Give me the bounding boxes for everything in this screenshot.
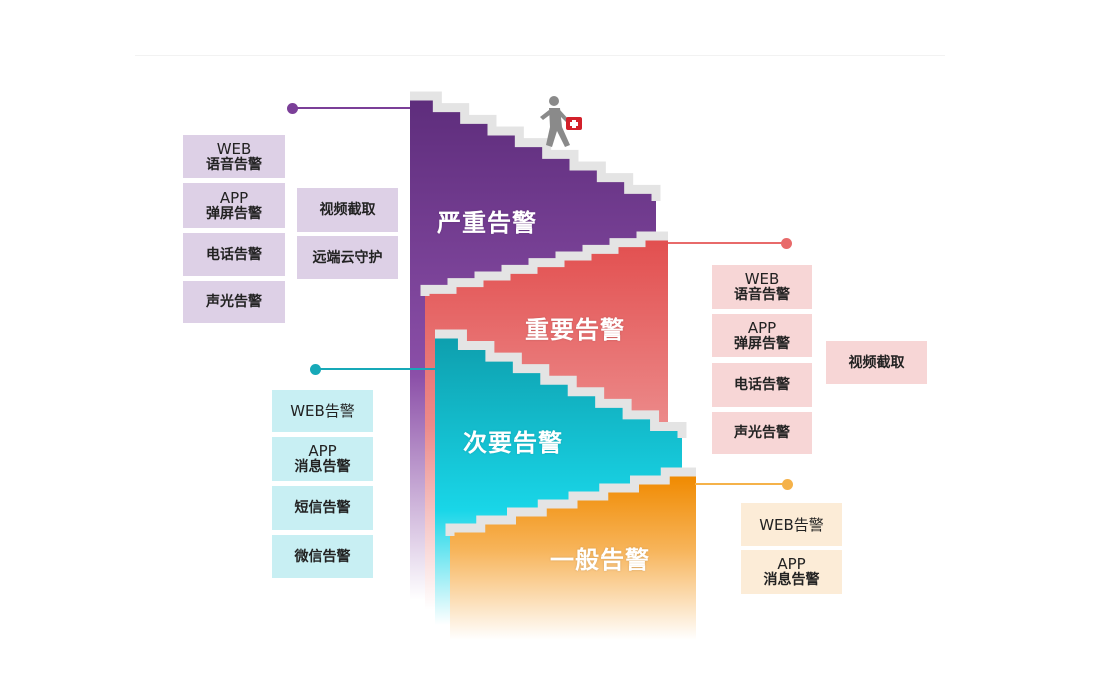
critical-method-phone: 电话告警	[183, 233, 285, 276]
level-label-critical: 严重告警	[437, 209, 537, 237]
major-stair-treads	[420, 231, 668, 296]
minor-stair-treads	[435, 329, 687, 438]
level-label-minor: 次要告警	[463, 429, 563, 457]
major-method-phone: 电话告警	[712, 363, 812, 407]
minor-method-sms: 短信告警	[272, 486, 373, 530]
minor-method-web: WEB告警	[272, 390, 373, 432]
minor-connector-dot	[310, 364, 321, 375]
general-connector-line	[695, 483, 785, 485]
major-connector-dot	[781, 238, 792, 249]
major-method-video-capture: 视频截取	[826, 341, 927, 384]
minor-method-wechat: 微信告警	[272, 535, 373, 578]
divider	[135, 55, 945, 56]
critical-method-remote-cloud: 远端云守护	[297, 236, 398, 279]
major-method-sound-light: 声光告警	[712, 412, 812, 454]
general-connector-dot	[782, 479, 793, 490]
person-running-with-first-aid-kit-icon	[540, 96, 582, 147]
general-method-web: WEB告警	[741, 503, 842, 546]
critical-connector-line	[295, 107, 410, 109]
level-label-general: 一般告警	[550, 546, 650, 574]
minor-connector-line	[318, 368, 435, 370]
critical-method-video-capture: 视频截取	[297, 188, 398, 232]
major-connector-line	[668, 242, 783, 244]
general-stair-treads	[445, 467, 696, 536]
critical-method-sound-light: 声光告警	[183, 281, 285, 323]
level-label-major: 重要告警	[525, 316, 625, 344]
critical-connector-dot	[287, 103, 298, 114]
